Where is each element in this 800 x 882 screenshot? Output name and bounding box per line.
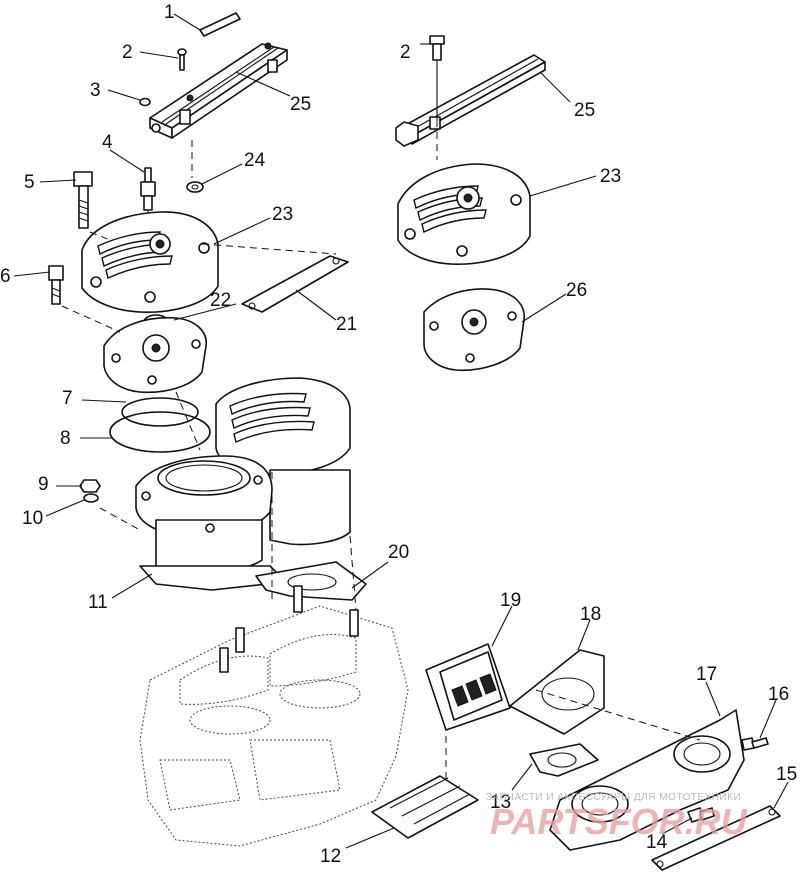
callout-20: 20 bbox=[388, 542, 409, 563]
part-26-head-insert bbox=[423, 288, 525, 372]
callout-5: 5 bbox=[24, 172, 35, 193]
head-insert-left bbox=[103, 316, 207, 394]
leader-lines bbox=[13, 13, 789, 849]
callout-24: 24 bbox=[244, 150, 266, 171]
callout-10: 10 bbox=[22, 508, 43, 529]
callout-6: 6 bbox=[0, 266, 11, 287]
callout-25-left: 25 bbox=[290, 94, 311, 115]
part-20-base-gasket bbox=[255, 561, 367, 601]
callout-2-left: 2 bbox=[122, 42, 133, 63]
callout-17: 17 bbox=[696, 664, 717, 685]
part-11-cylinder bbox=[135, 455, 287, 591]
callout-2-right: 2 bbox=[400, 42, 411, 63]
callout-12: 12 bbox=[320, 846, 341, 867]
part-1-pin bbox=[199, 12, 241, 37]
callout-13: 13 bbox=[490, 792, 511, 813]
callout-21: 21 bbox=[336, 314, 357, 335]
part-18-gasket bbox=[509, 649, 605, 735]
part-24-washer bbox=[186, 181, 204, 193]
callout-4: 4 bbox=[102, 132, 113, 153]
callout-3: 3 bbox=[90, 80, 101, 101]
cylinder-back bbox=[215, 377, 351, 546]
callout-26: 26 bbox=[566, 280, 587, 301]
part-8-o-ring bbox=[109, 411, 211, 453]
assembly-lines bbox=[61, 120, 701, 780]
callout-9: 9 bbox=[38, 474, 49, 495]
callout-14: 14 bbox=[646, 832, 668, 853]
part-6-bolt bbox=[48, 265, 64, 305]
callout-23-right: 23 bbox=[600, 166, 621, 187]
part-16-bolt bbox=[741, 737, 769, 751]
callout-16: 16 bbox=[768, 684, 789, 705]
callout-7: 7 bbox=[62, 388, 73, 409]
part-7-o-ring bbox=[121, 397, 199, 427]
part-12-reed-block bbox=[371, 775, 479, 839]
part-25-fuel-rail-right bbox=[395, 54, 546, 147]
callout-1: 1 bbox=[164, 2, 175, 23]
callout-25-right: 25 bbox=[574, 100, 595, 121]
part-3-nut bbox=[139, 97, 151, 107]
callout-23-left: 23 bbox=[272, 204, 293, 225]
part-5-long-bolt bbox=[73, 171, 93, 229]
part-10-washer bbox=[83, 493, 99, 503]
part-19-reed-valve bbox=[425, 643, 511, 731]
callout-labels: 1 2 3 25 4 5 24 23 6 22 21 7 8 9 10 11 2… bbox=[0, 2, 797, 867]
crankcase bbox=[139, 585, 409, 847]
callout-15: 15 bbox=[776, 764, 797, 785]
part-2-screw-left bbox=[177, 48, 187, 71]
part-17-intake-manifold bbox=[549, 709, 745, 851]
callout-11: 11 bbox=[88, 592, 108, 613]
part-21-plate bbox=[241, 255, 349, 313]
callout-19: 19 bbox=[500, 590, 521, 611]
part-13-gasket bbox=[529, 743, 599, 777]
callout-18: 18 bbox=[580, 604, 601, 625]
part-23-head-cover-right bbox=[397, 163, 531, 265]
part-9-nut bbox=[79, 479, 101, 493]
watermark-caption: ЗАПЧАСТИ И АКСЕССУАРЫ ДЛЯ МОТОТЕХНИКИ bbox=[486, 792, 741, 803]
part-2-screw-right bbox=[429, 35, 445, 120]
part-25-fuel-rail-left bbox=[149, 42, 288, 139]
part-23-head-cover-left bbox=[81, 211, 219, 313]
part-4-spark-plug bbox=[140, 167, 156, 218]
watermark-logo: PARTSFOR.RU bbox=[490, 801, 748, 842]
watermark: ЗАПЧАСТИ И АКСЕССУАРЫ ДЛЯ МОТОТЕХНИКИ PA… bbox=[486, 792, 748, 842]
part-15-strap bbox=[651, 805, 781, 871]
callout-8: 8 bbox=[60, 428, 71, 449]
callout-22: 22 bbox=[210, 290, 231, 311]
